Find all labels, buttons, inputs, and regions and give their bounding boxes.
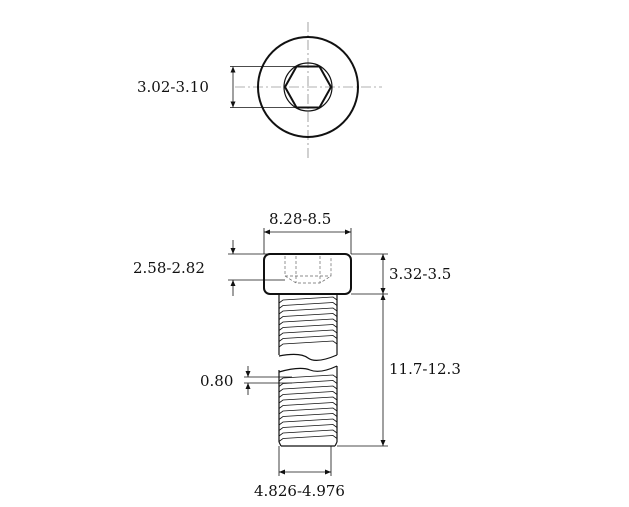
thread-break-line-upper xyxy=(278,353,338,361)
dimension-arrowhead xyxy=(380,254,386,260)
thread-crest-line xyxy=(278,307,338,315)
thread-crest-line xyxy=(278,296,338,304)
thread-crest-line xyxy=(278,302,338,309)
thread-lower-crests xyxy=(278,374,338,442)
thread-crest-line xyxy=(278,396,338,404)
screw-tip-chamfer-left xyxy=(278,441,282,447)
thread-crest-line xyxy=(278,418,338,426)
thread-upper-section xyxy=(278,294,338,361)
thread-crest-line xyxy=(278,402,338,409)
dimension-arrowhead xyxy=(325,469,331,475)
hex-socket-dimension-label: 3.02-3.10 xyxy=(137,78,209,96)
dimension-arrowhead xyxy=(230,101,236,108)
dimension-arrowhead xyxy=(230,280,236,286)
screw-tip-chamfer-right xyxy=(334,441,338,447)
thread-crest-line xyxy=(278,429,338,437)
thread-crest-line xyxy=(278,313,338,320)
dimension-arrowhead xyxy=(264,229,270,235)
thread-crest-line xyxy=(278,413,338,420)
dimension-arrowhead xyxy=(279,469,285,475)
thread-length-dimension-label: 11.7-12.3 xyxy=(389,360,461,378)
thread-crest-line xyxy=(278,424,338,431)
socket-hidden-outline xyxy=(284,256,332,284)
dimension-arrowhead xyxy=(245,371,251,377)
thread-crest-line xyxy=(278,435,338,442)
thread-crest-line xyxy=(278,374,338,382)
thread-crest-line xyxy=(278,324,338,331)
thread-crest-line xyxy=(278,385,338,393)
thread-upper-crests xyxy=(278,296,338,348)
thread-crest-line xyxy=(278,340,338,348)
thread-pitch-dimension-label: 0.80 xyxy=(200,372,233,390)
thread-crest-line xyxy=(278,318,338,326)
dimension-arrowhead xyxy=(245,383,251,389)
head-outer-circle xyxy=(257,36,359,138)
socket-depth-dimension-label: 2.58-2.82 xyxy=(133,259,205,277)
top-view: 3.02-3.10 xyxy=(137,22,382,160)
dimension-arrowhead xyxy=(380,440,386,446)
thread-break-line-lower xyxy=(278,365,338,373)
side-view: 8.28-8.5 2.58-2.82 3.32-3.5 11.7-12.3 0.… xyxy=(133,210,461,500)
dimension-arrowhead xyxy=(380,288,386,294)
dimension-arrowhead xyxy=(230,66,236,73)
thread-lower-section xyxy=(278,365,338,447)
dimension-arrowhead xyxy=(345,229,351,235)
thread-crest-line xyxy=(278,380,338,387)
thread-crest-line xyxy=(278,335,338,342)
dimension-arrowhead xyxy=(230,248,236,254)
dimension-arrowheads xyxy=(230,66,386,475)
thread-crest-line xyxy=(278,329,338,337)
head-diameter-dimension-label: 8.28-8.5 xyxy=(269,210,331,228)
dimension-arrowhead xyxy=(380,294,386,300)
head-height-dimension-label: 3.32-3.5 xyxy=(389,265,451,283)
thread-crest-line xyxy=(278,391,338,398)
screw-head-outline xyxy=(263,253,352,295)
thread-crest-line xyxy=(278,407,338,415)
hex-socket-outline xyxy=(283,65,333,109)
thread-diameter-dimension-label: 4.826-4.976 xyxy=(254,482,345,500)
